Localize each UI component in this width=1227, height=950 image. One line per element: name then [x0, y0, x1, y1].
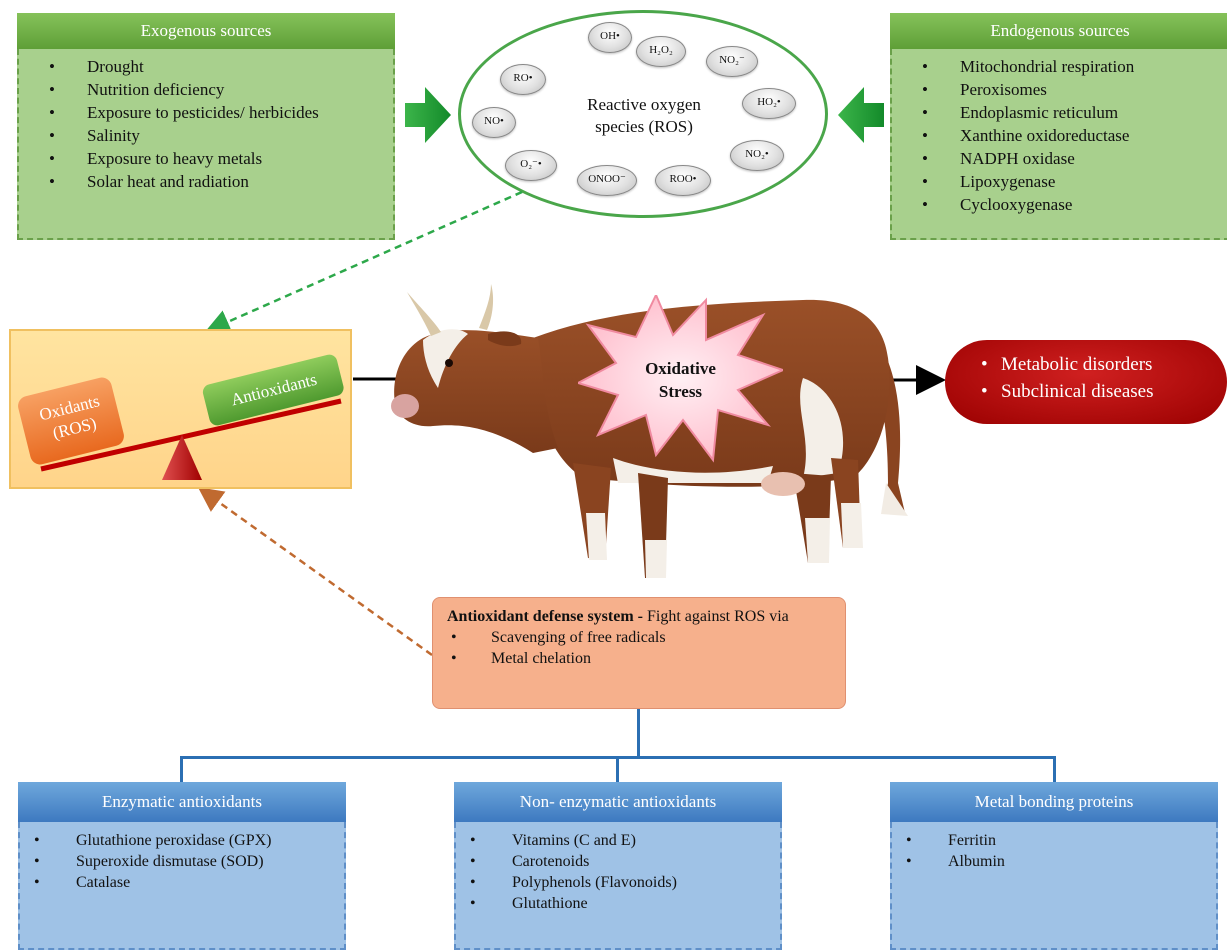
- list-item: Lipoxygenase: [892, 170, 1227, 193]
- list-item: Peroxisomes: [892, 78, 1227, 101]
- list-item: Xanthine oxidoreductase: [892, 124, 1227, 147]
- list-item: Glutathione: [456, 893, 780, 914]
- ros-species-no: NO•: [472, 107, 516, 138]
- defense-to-balance-arrow: [197, 487, 433, 657]
- list-item: NADPH oxidase: [892, 147, 1227, 170]
- category-title: Enzymatic antioxidants: [18, 782, 346, 822]
- outcomes-pill: Metabolic disorders Subclinical diseases: [945, 340, 1227, 424]
- list-item: Glutathione peroxidase (GPX): [20, 830, 344, 851]
- ros-species-no2-ion: NO₂⁻: [706, 46, 758, 77]
- ros-species-roo: ROO•: [655, 165, 711, 196]
- list-item: Albumin: [892, 851, 1216, 872]
- fulcrum-triangle-icon: [162, 435, 202, 480]
- exogenous-sources-list: Drought Nutrition deficiency Exposure to…: [19, 55, 393, 193]
- exogenous-sources-list-panel: Drought Nutrition deficiency Exposure to…: [17, 49, 395, 240]
- list-item: Drought: [19, 55, 393, 78]
- category-list: Glutathione peroxidase (GPX) Superoxide …: [20, 830, 344, 893]
- ros-species-no2-radical: NO₂•: [730, 140, 784, 171]
- tree-leaf-right: [1053, 756, 1056, 782]
- endogenous-sources-list-panel: Mitochondrial respiration Peroxisomes En…: [890, 49, 1227, 240]
- outcomes-list: Metabolic disorders Subclinical diseases: [945, 351, 1227, 405]
- category-body: Ferritin Albumin: [890, 822, 1218, 950]
- list-item: Ferritin: [892, 830, 1216, 851]
- tree-leaf-middle: [616, 756, 619, 782]
- list-item: Polyphenols (Flavonoids): [456, 872, 780, 893]
- list-item: Metabolic disorders: [945, 351, 1227, 378]
- ros-species-oh: OH•: [588, 22, 632, 53]
- tree-trunk: [637, 709, 640, 757]
- cow-illustration: [391, 284, 908, 578]
- metal-bonding-proteins-box: Metal bonding proteins Ferritin Albumin: [890, 782, 1218, 950]
- exogenous-sources-title: Exogenous sources: [17, 13, 395, 49]
- ros-title: Reactive oxygen species (ROS): [540, 94, 748, 138]
- ros-species-h2o2: H₂O₂: [636, 36, 686, 67]
- category-title: Non- enzymatic antioxidants: [454, 782, 782, 822]
- category-body: Vitamins (C and E) Carotenoids Polypheno…: [454, 822, 782, 950]
- defense-heading-rest: Fight against ROS via: [643, 608, 789, 625]
- ros-title-line: Reactive oxygen: [587, 95, 701, 114]
- ros-to-balance-arrow: [204, 190, 523, 334]
- list-item: Metal chelation: [447, 648, 831, 669]
- list-item: Solar heat and radiation: [19, 170, 393, 193]
- oxidative-stress-line: Oxidative: [645, 359, 716, 378]
- list-item: Exposure to heavy metals: [19, 147, 393, 170]
- category-title: Metal bonding proteins: [890, 782, 1218, 822]
- category-body: Glutathione peroxidase (GPX) Superoxide …: [18, 822, 346, 950]
- list-item: Exposure to pesticides/ herbicides: [19, 101, 393, 124]
- balance-scale: [18, 354, 344, 480]
- non-enzymatic-antioxidants-box: Non- enzymatic antioxidants Vitamins (C …: [454, 782, 782, 950]
- ros-species-superoxide: O₂⁻•: [505, 150, 557, 181]
- balance-beam: [40, 398, 342, 472]
- list-item: Cyclooxygenase: [892, 193, 1227, 216]
- endogenous-sources-title: Endogenous sources: [890, 13, 1227, 49]
- category-list: Vitamins (C and E) Carotenoids Polypheno…: [456, 830, 780, 914]
- list-item: Vitamins (C and E): [456, 830, 780, 851]
- oxidative-stress-label: Oxidative Stress: [618, 357, 743, 403]
- list-item: Superoxide dismutase (SOD): [20, 851, 344, 872]
- list-item: Endoplasmic reticulum: [892, 101, 1227, 124]
- defense-heading: Antioxidant defense system - Fight again…: [447, 606, 831, 627]
- list-item: Mitochondrial respiration: [892, 55, 1227, 78]
- enzymatic-antioxidants-box: Enzymatic antioxidants Glutathione perox…: [18, 782, 346, 950]
- endogenous-sources-list: Mitochondrial respiration Peroxisomes En…: [892, 55, 1227, 216]
- ros-species-peroxynitrite: ONOO⁻: [577, 165, 637, 196]
- ros-species-ro: RO•: [500, 64, 546, 95]
- list-item: Scavenging of free radicals: [447, 627, 831, 648]
- list-item: Salinity: [19, 124, 393, 147]
- list-item: Nutrition deficiency: [19, 78, 393, 101]
- defense-heading-bold: Antioxidant defense system -: [447, 608, 643, 625]
- green-arrow-left-icon: [838, 87, 884, 143]
- category-list: Ferritin Albumin: [892, 830, 1216, 872]
- antioxidant-defense-box: Antioxidant defense system - Fight again…: [432, 597, 846, 709]
- list-item: Catalase: [20, 872, 344, 893]
- defense-list: Scavenging of free radicals Metal chelat…: [447, 627, 831, 669]
- antioxidants-block: [202, 354, 344, 426]
- ros-title-line: species (ROS): [595, 117, 693, 136]
- oxidants-block: [18, 377, 124, 465]
- oxidative-stress-star-icon: [578, 295, 783, 463]
- exogenous-sources-box: Exogenous sources Drought Nutrition defi…: [17, 13, 395, 240]
- list-item: Carotenoids: [456, 851, 780, 872]
- green-arrow-right-icon: [405, 87, 451, 143]
- oxidative-stress-line: Stress: [658, 382, 703, 401]
- ros-species-ho2: HO₂•: [742, 88, 796, 119]
- tree-leaf-left: [180, 756, 183, 782]
- list-item: Subclinical diseases: [945, 378, 1227, 405]
- endogenous-sources-box: Endogenous sources Mitochondrial respira…: [890, 13, 1227, 240]
